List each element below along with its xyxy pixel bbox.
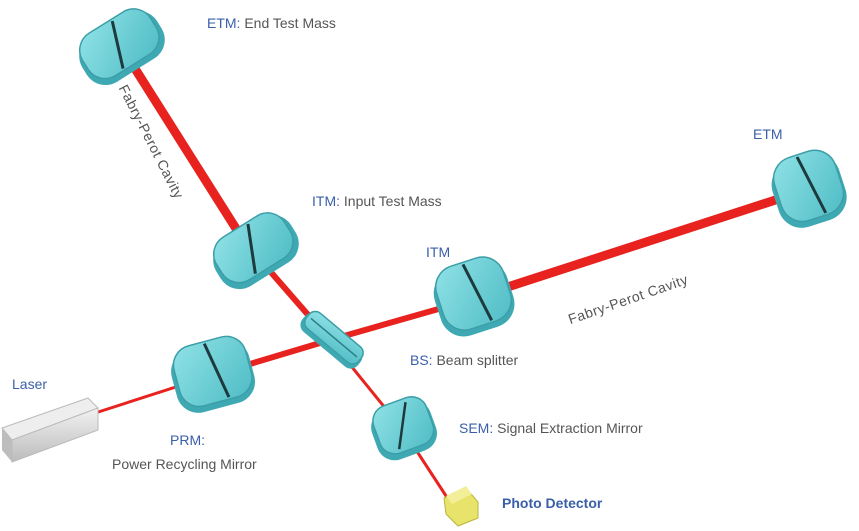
itm-top-text: Input Test Mass xyxy=(340,193,442,209)
prm-text-label: Power Recycling Mirror xyxy=(112,456,257,472)
itm-top-abbr: ITM: xyxy=(312,193,340,209)
laser-source-icon xyxy=(1,397,99,463)
bs-label: BS: Beam splitter xyxy=(410,352,518,368)
sem-mirror-icon xyxy=(371,395,438,461)
etm-right-mirror-icon xyxy=(771,149,847,228)
bs-text: Beam splitter xyxy=(432,352,519,368)
itm-top-label: ITM: Input Test Mass xyxy=(312,193,442,209)
photo-detector-icon xyxy=(443,486,479,527)
etm-top-text: End Test Mass xyxy=(240,15,336,31)
beam-east-arm xyxy=(475,187,805,301)
etm-right-label: ETM xyxy=(753,126,783,142)
beam-north-arm xyxy=(117,43,252,251)
etm-top-label: ETM: End Test Mass xyxy=(207,15,336,31)
sem-label: SEM: Signal Extraction Mirror xyxy=(459,420,643,436)
bs-abbr: BS: xyxy=(410,352,433,368)
prm-abbr-label: PRM: xyxy=(170,432,205,448)
etm-top-mirror-icon xyxy=(78,8,165,86)
beam-splitter-icon xyxy=(300,310,364,369)
itm-top-mirror-icon xyxy=(212,212,299,290)
photo-detector-label: Photo Detector xyxy=(502,495,603,511)
sem-abbr: SEM: xyxy=(459,420,494,436)
etm-top-abbr: ETM: xyxy=(207,15,241,31)
itm-right-label: ITM xyxy=(426,244,451,260)
itm-right-mirror-icon xyxy=(433,256,515,337)
sem-text: Signal Extraction Mirror xyxy=(493,420,643,436)
prm-mirror-icon xyxy=(171,335,256,413)
laser-label: Laser xyxy=(12,376,48,392)
